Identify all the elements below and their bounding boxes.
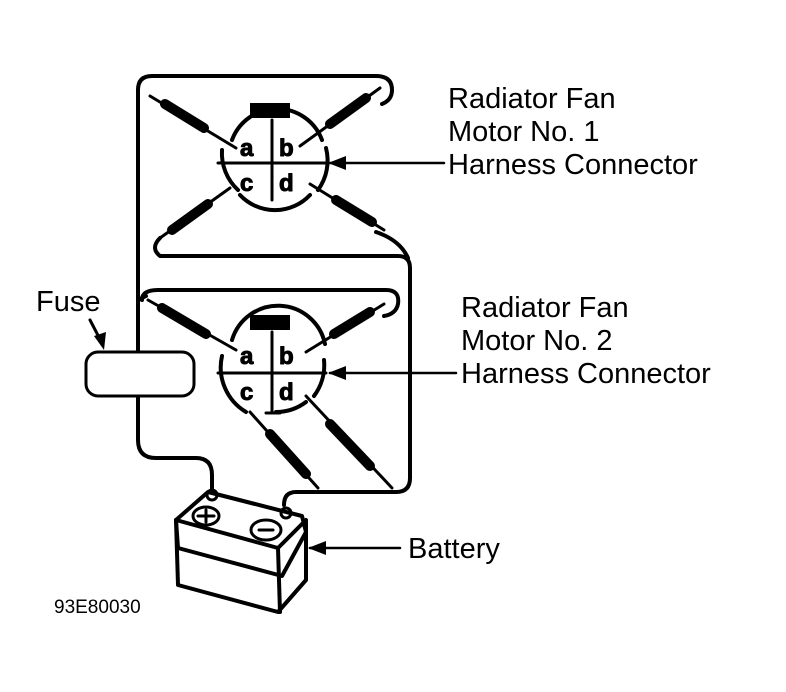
fuse-body bbox=[84, 350, 196, 398]
pin-c-c1: c bbox=[240, 170, 253, 197]
wire-loop-top bbox=[136, 74, 394, 106]
connector2-label-line: Radiator Fan bbox=[461, 292, 629, 324]
negative-terminal bbox=[249, 518, 283, 542]
pin-d-c2: d bbox=[279, 379, 294, 406]
fuse-label: Fuse bbox=[36, 286, 101, 318]
connector2-leads bbox=[146, 298, 394, 490]
pin-a-c1: a bbox=[240, 135, 254, 162]
connector1-label-line: Harness Connector bbox=[448, 149, 698, 181]
wire-c2-join bbox=[136, 294, 148, 302]
pin-c-c2: c bbox=[240, 379, 253, 406]
connector2-label: Radiator Fan Motor No. 2 Harness Connect… bbox=[461, 292, 711, 391]
connector1-body bbox=[216, 103, 446, 213]
positive-terminal bbox=[191, 505, 221, 527]
connector1-label: Radiator Fan Motor No. 1 Harness Connect… bbox=[448, 83, 698, 182]
pin-b-c1: b bbox=[279, 135, 294, 162]
pin-b-c2: b bbox=[279, 343, 294, 370]
pin-a-c2: a bbox=[240, 343, 254, 370]
connector1-label-line: Motor No. 1 bbox=[448, 116, 600, 148]
figure-code: 93E80030 bbox=[54, 597, 141, 618]
battery-label: Battery bbox=[408, 533, 500, 565]
connector2-label-line: Harness Connector bbox=[461, 358, 711, 390]
wire-d1-return bbox=[374, 230, 410, 260]
connector2-latch bbox=[250, 315, 290, 330]
connector1-label-line: Radiator Fan bbox=[448, 83, 616, 115]
connector2-body bbox=[216, 303, 458, 415]
connector1-leads bbox=[148, 86, 386, 240]
wire-loop-c2 bbox=[140, 288, 401, 318]
pin-d-c1: d bbox=[279, 170, 294, 197]
connector2-label-line: Motor No. 2 bbox=[461, 325, 613, 357]
battery bbox=[174, 488, 402, 614]
wire-left-main bbox=[136, 88, 214, 492]
